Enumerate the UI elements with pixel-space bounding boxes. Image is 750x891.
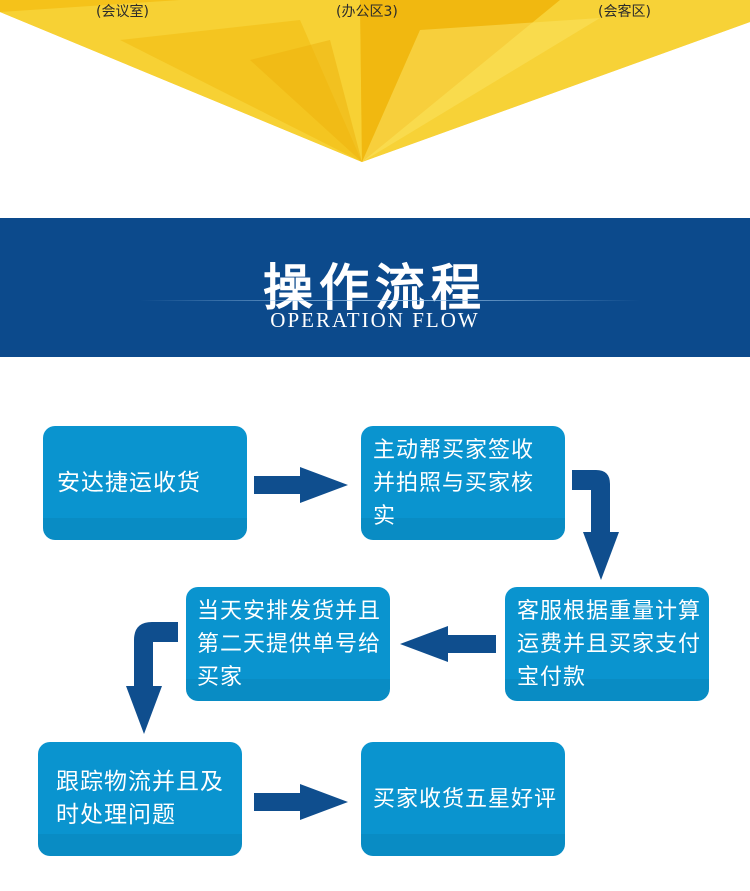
step-4-label: 当天安排发货并且第二天提供单号给买家 [197, 598, 382, 690]
section-subtitle: OPERATION FLOW [270, 308, 480, 332]
step-4: 当天安排发货并且第二天提供单号给买家 [186, 587, 390, 701]
step-6: 买家收货五星好评 [361, 742, 565, 856]
step-1-label: 安达捷运收货 [57, 469, 201, 496]
room-label-reception: (会客区) [598, 4, 651, 20]
step-6-label: 买家收货五星好评 [373, 786, 558, 812]
section-title: 操作流程 [263, 258, 487, 317]
yellow-banner [0, 0, 750, 162]
arrow-right-icon [254, 467, 348, 503]
room-label-meeting: (会议室) [96, 4, 149, 20]
room-label-office: (办公区3) [336, 4, 398, 20]
arrow-right-icon [254, 784, 348, 820]
step-3-label: 客服根据重量计算运费并且买家支付宝付款 [517, 598, 702, 690]
step-5: 跟踪物流并且及时处理问题 [38, 742, 242, 856]
step-5-label: 跟踪物流并且及时处理问题 [56, 769, 224, 828]
arrow-elbow-down-icon [572, 470, 619, 580]
step-2: 主动帮买家签收并拍照与买家核实 [361, 426, 565, 540]
step-2-label: 主动帮买家签收并拍照与买家核实 [373, 437, 535, 529]
step-3: 客服根据重量计算运费并且买家支付宝付款 [505, 587, 709, 701]
header-divider [140, 300, 640, 301]
section-header: 操作流程 OPERATION FLOW [0, 218, 750, 357]
arrow-left-icon [400, 626, 496, 662]
arrow-elbow-down-left-icon [126, 622, 178, 734]
step-1: 安达捷运收货 [43, 426, 247, 540]
